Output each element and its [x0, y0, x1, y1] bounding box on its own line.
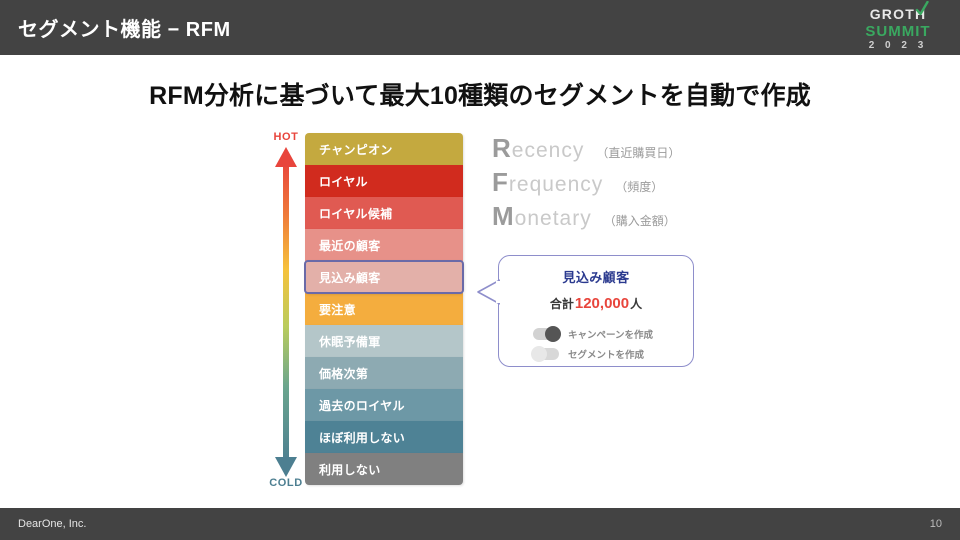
segment-bar-label: 価格次第: [319, 366, 369, 381]
temperature-axis: HOT COLD: [258, 125, 314, 503]
segment-bar[interactable]: ロイヤル: [305, 165, 463, 197]
segment-bar-label: ロイヤル: [319, 174, 368, 189]
rfm-legend-row: Frequency （頻度）: [492, 167, 752, 201]
callout-tail-icon: [477, 279, 500, 305]
segment-bar-label: ロイヤル候補: [319, 206, 393, 221]
logo-growth-suffix: TH: [905, 6, 927, 22]
rfm-legend-row: Monetary （購入金額）: [492, 201, 752, 235]
logo-line-summit: SUMMIT: [865, 23, 931, 40]
segment-bar[interactable]: 価格次第: [305, 357, 463, 389]
callout-total: 合計120,000人: [499, 295, 693, 312]
callout-title: 見込み顧客: [562, 270, 630, 285]
rfm-term-rest: requency: [508, 173, 604, 196]
rfm-term-rest: onetary: [514, 207, 592, 230]
rfm-legend-row: Recency （直近購買日）: [492, 133, 752, 167]
rfm-term-initial: R: [492, 133, 512, 163]
segment-bar-label: 要注意: [319, 302, 356, 317]
rfm-legend: Recency （直近購買日） Frequency （頻度） Monetary （購入金額…: [492, 133, 752, 235]
logo-line-growth: GROTH: [869, 1, 929, 22]
hot-cold-arrow-icon: [275, 147, 297, 477]
slide-header: セグメント機能 − RFM GROTH SUMMIT 2 0 2 3: [0, 0, 960, 55]
slide-footer: DearOne, Inc. 10: [0, 508, 960, 540]
segment-bar-label: 利用しない: [319, 462, 381, 477]
toggle-switch[interactable]: [533, 326, 561, 342]
rfm-term-initial: F: [492, 167, 509, 197]
slide-headline: RFM分析に基づいて最大10種類のセグメントを自動で作成: [149, 82, 811, 110]
segment-bar-label: 休眠予備軍: [319, 334, 381, 349]
toggle-label: キャンペーンを作成: [568, 330, 654, 341]
rfm-term-rest: ecency: [511, 139, 585, 162]
check-icon: [915, 1, 929, 16]
segment-bar[interactable]: 要注意: [305, 293, 463, 325]
logo-growth-prefix: GRO: [869, 6, 906, 22]
rfm-term: Monetary: [492, 201, 592, 232]
segment-bar-label: ほぼ利用しない: [319, 430, 406, 445]
segment-bar-label: チャンピオン: [319, 142, 393, 157]
segment-bar[interactable]: チャンピオン: [305, 133, 463, 165]
callout-total-suffix: 人: [630, 297, 643, 311]
segment-bar[interactable]: 休眠予備軍: [305, 325, 463, 357]
segment-bar[interactable]: ほぼ利用しない: [305, 421, 463, 453]
segment-bar[interactable]: 過去のロイヤル: [305, 389, 463, 421]
segment-bar[interactable]: 最近の顧客: [305, 229, 463, 261]
segment-bar[interactable]: 利用しない: [305, 453, 463, 485]
segment-bar-label: 見込み顧客: [319, 270, 381, 285]
toggle-label: セグメントを作成: [568, 350, 645, 361]
segment-detail-callout: 見込み顧客 合計120,000人 キャンペーンを作成セグメントを作成: [477, 255, 694, 367]
rfm-term: Frequency: [492, 167, 603, 198]
hot-label: HOT: [273, 131, 299, 143]
segment-stack: チャンピオンロイヤルロイヤル候補最近の顧客見込み顧客要注意休眠予備軍価格次第過去…: [304, 133, 464, 485]
segment-bar-label: 過去のロイヤル: [319, 398, 405, 413]
figure-area: HOT COLD チャンピオンロイヤルロイヤル候補最近の顧客見込み顧客要注意休眠…: [0, 125, 960, 505]
callout-total-number: 120,000: [574, 295, 630, 312]
toggle-knob: [531, 346, 547, 362]
segment-bar-label: 最近の顧客: [319, 238, 381, 253]
toggle-switch[interactable]: [531, 346, 559, 362]
rfm-term-note: （購入金額）: [603, 214, 676, 228]
growth-summit-logo: GROTH SUMMIT 2 0 2 3: [850, 1, 946, 51]
logo-line-year: 2 0 2 3: [868, 40, 928, 51]
rfm-term-note: （頻度）: [615, 180, 664, 194]
rfm-term-initial: M: [492, 201, 515, 231]
callout-toggle-list: キャンペーンを作成セグメントを作成: [499, 324, 693, 364]
callout-total-prefix: 合計: [549, 297, 574, 311]
page-title: セグメント機能 − RFM: [18, 19, 231, 41]
rfm-term: Recency: [492, 133, 584, 164]
segment-bar[interactable]: 見込み顧客: [304, 260, 464, 294]
segment-bar[interactable]: ロイヤル候補: [305, 197, 463, 229]
callout-toggle-row[interactable]: キャンペーンを作成: [533, 324, 693, 344]
rfm-term-note: （直近購買日）: [596, 146, 681, 160]
footer-page-number: 10: [929, 518, 942, 530]
cold-label: COLD: [269, 477, 303, 489]
toggle-knob: [545, 326, 561, 342]
callout-toggle-row[interactable]: セグメントを作成: [531, 344, 693, 364]
footer-company: DearOne, Inc.: [18, 518, 87, 530]
